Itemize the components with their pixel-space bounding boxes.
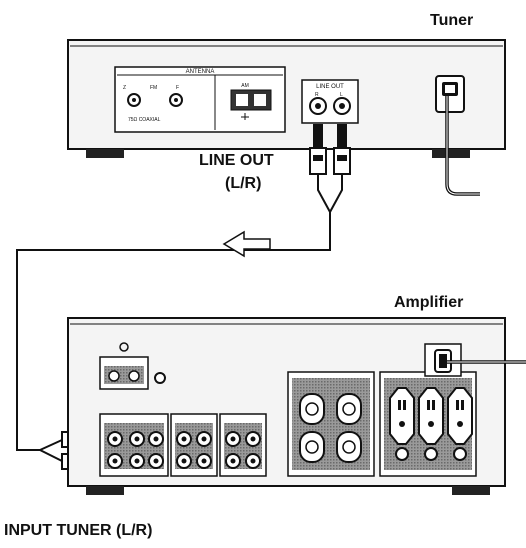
amplifier-foot-left — [86, 486, 124, 495]
fm-left-label: Z — [123, 85, 126, 91]
rca-plug-r-top — [313, 124, 323, 148]
amp-speaker-terminals — [287, 371, 375, 477]
amp-power-socket — [424, 343, 462, 377]
tuner-line-out-small-label: LINE OUT — [316, 84, 344, 90]
line-out-r-label: R — [315, 92, 319, 98]
line-out-l-label: L — [340, 92, 343, 98]
antenna-panel-label: ANTENNA — [186, 69, 215, 75]
tuner-foot-left — [86, 149, 124, 158]
rca-plug-l-top — [337, 124, 347, 148]
amplifier-label: Amplifier — [394, 294, 464, 311]
fm-terminal-right — [169, 93, 183, 107]
fm-right-label: F — [176, 85, 179, 91]
tuner-power-socket — [435, 75, 465, 113]
signal-direction-arrow — [222, 230, 271, 258]
fm-terminal-left — [127, 93, 141, 107]
amp-input-jacks — [107, 431, 261, 469]
fm-ohm-label: 75Ω COAXIAL — [128, 117, 161, 123]
tuner-device — [67, 39, 506, 196]
input-tuner-label: INPUT TUNER (L/R) — [4, 522, 153, 539]
am-label: AM — [241, 83, 249, 89]
tuner-line-out-panel — [301, 79, 359, 124]
fm-label: FM — [150, 85, 157, 91]
amp-ac-outlets — [379, 371, 477, 477]
amplifier-foot-right — [452, 486, 490, 495]
line-out-label: LINE OUT — [199, 152, 274, 169]
line-out-lr-label: (L/R) — [225, 175, 262, 192]
tuner-foot-right — [432, 149, 470, 158]
tuner-label: Tuner — [430, 12, 474, 29]
amplifier-device — [67, 317, 526, 495]
antenna-panel — [114, 66, 286, 133]
